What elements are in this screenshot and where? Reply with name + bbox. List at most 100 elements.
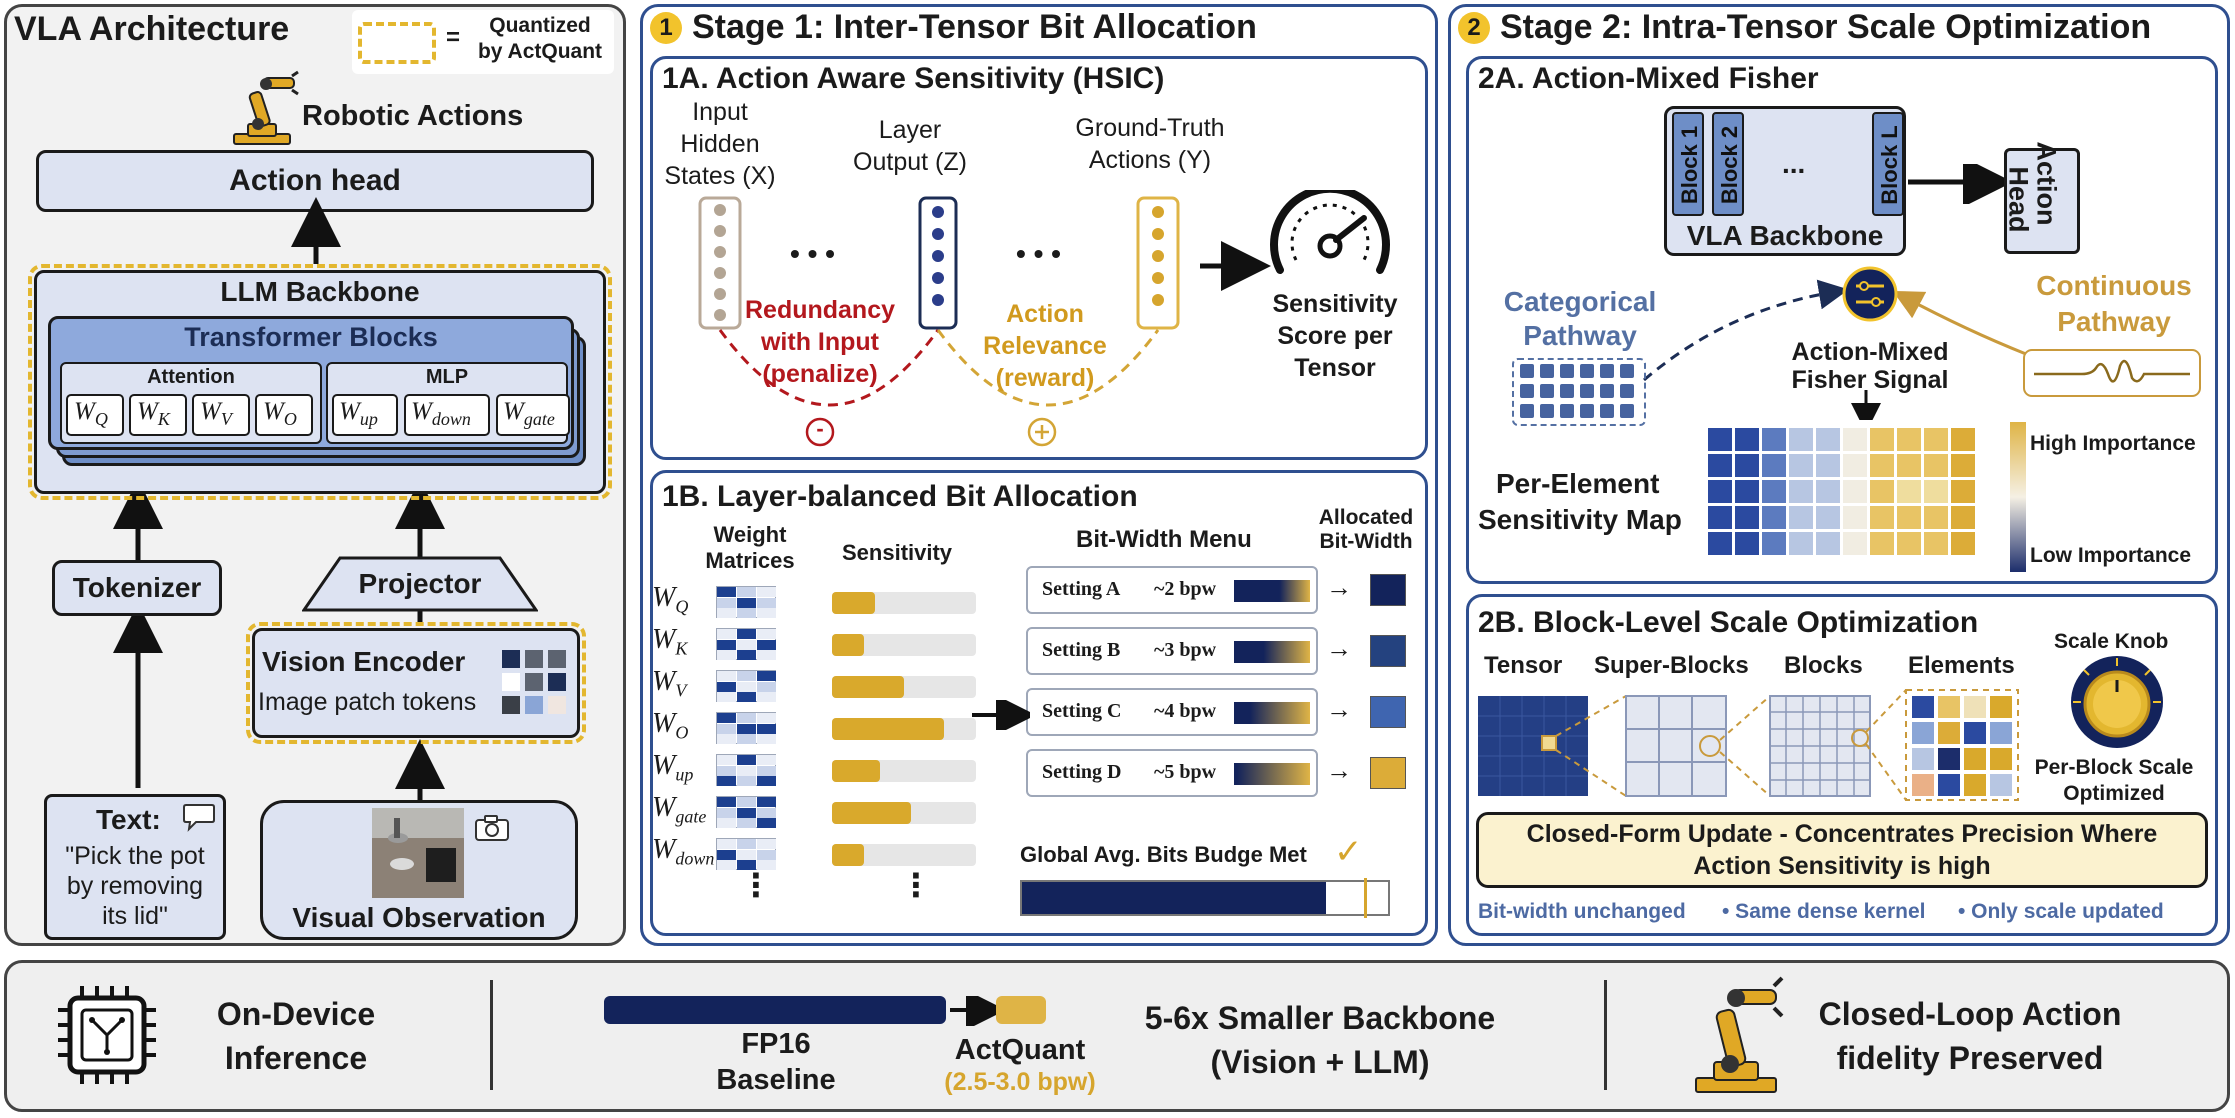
heatmap-cell [1789,428,1813,451]
mini-cell [757,818,776,829]
stage2b-title: 2B. Block-Level Scale Optimization [1478,606,1979,639]
footer-scale: • Only scale updated [1958,900,2164,923]
heatmap-cell [1789,532,1813,555]
sensitivity-bar-up [832,760,976,782]
relevance-line2: Relevance [983,332,1107,360]
heatmap-cell [1762,506,1786,529]
relevance-line3: (reward) [995,364,1095,392]
actquant-bpw: (2.5-3.0 bpw) [944,1068,1096,1096]
weight-symbol-up: Wup [339,398,378,430]
setting-option-1[interactable]: Setting A ~2 bpw [1026,566,1318,614]
row-weight-down-base: W [652,834,676,865]
budget-check-icon: ✓ [1334,833,1363,871]
row-weight-up-subscript: up [675,764,694,785]
heatmap-cell [1897,532,1921,555]
heatmap-cell [1897,428,1921,451]
smaller-line2: (Vision + LLM) [1210,1044,1430,1080]
mini-cell [717,587,736,597]
actquant-bar [996,996,1046,1024]
sensitivity-bar-V [832,676,976,698]
chip-icon [58,986,156,1084]
setting-bpw: ~3 bpw [1154,639,1217,661]
mini-cell [757,587,776,597]
setting-option-2[interactable]: Setting B ~3 bpw [1026,627,1318,675]
row-weight-V-subscript: V [675,680,687,701]
closed-loop-line2: fidelity Preserved [1836,1040,2104,1076]
mini-cell [757,713,776,723]
transformer-blocks-title: Transformer Blocks [184,322,438,352]
setting-gradient [1234,763,1310,785]
ondevice-line1: On-Device [216,996,376,1032]
blocks-label: Blocks [1784,652,1863,679]
weight-symbol-down-base: W [411,398,432,425]
importance-colorbar [2010,422,2026,572]
weight-chip-mlp-gate: Wgate [496,394,570,436]
redundancy-line2: with Input [760,328,880,356]
continuous-signal-icon [2023,349,2201,397]
ellipsis-2: • • • [1016,238,1061,269]
robotic-actions-label: Robotic Actions [302,100,524,132]
heatmap-cell [1870,480,1894,503]
mini-matrix-O [716,712,776,745]
heatmap-cell [1708,506,1732,529]
mini-cell [717,839,736,849]
mini-cell [757,849,776,860]
heatmap-cell [1924,480,1948,503]
mini-cell [717,597,736,608]
elements-label: Elements [1908,652,2015,679]
setting-label: Setting B [1042,639,1121,661]
legend-dashed-swatch [358,22,436,64]
stage1-panel [640,4,1438,946]
row-weight-V: WV [652,666,686,702]
heatmap-cell [1789,454,1813,477]
legend-line2: by ActQuant [477,40,603,63]
fisher-pathways [1643,266,2027,420]
projector-shape [302,556,538,612]
layer-output-line2: Output (Z) [853,148,967,176]
tokenizer-box: Tokenizer [52,560,222,616]
patch-tokens-icon [502,650,566,714]
setting-bpw: ~2 bpw [1154,578,1217,600]
heatmap-cell [1951,454,1975,477]
weight-chip-attn-V: WV [192,394,250,436]
heatmap-cell [1762,532,1786,555]
stage1-title: Stage 1: Inter-Tensor Bit Allocation [692,8,1257,46]
allocated-swatch-1 [1370,574,1406,606]
sensitivity-map-line1: Per-Element [1496,468,1660,499]
weight-chip-attn-Q: WQ [66,394,124,436]
block-hierarchy [1478,689,2019,801]
mini-cell [757,776,776,787]
sensitivity-bar-fill-down [832,844,864,866]
sensitivity-vdots: ⋮ [900,867,932,903]
mini-cell [757,629,776,639]
setting-option-4[interactable]: Setting D ~5 bpw [1026,749,1318,797]
setting-option-3[interactable]: Setting C ~4 bpw [1026,688,1318,736]
categorical-grid [1520,364,1634,418]
mini-cell [717,681,736,692]
weight-symbol-gate-base: W [503,398,524,425]
mini-cell [737,776,756,787]
setting-gradient [1234,641,1310,663]
setting-bpw: ~4 bpw [1154,700,1217,722]
weight-symbol-O-subscript: O [283,409,297,429]
text-prompt-line3: its lid" [102,902,168,930]
sensitivity-score-line2: Score per [1277,322,1393,350]
mini-cell [737,681,756,692]
sensitivity-bar-down [832,844,976,866]
heatmap-cell [1708,428,1732,451]
weight-symbol-up-base: W [339,398,360,425]
vision-encoder-title: Vision Encoder [262,646,466,677]
heatmap-cell [1897,454,1921,477]
text-prompt-line1: "Pick the pot [65,842,205,870]
sensitivity-bar-Q [832,592,976,614]
projector-label: Projector [358,568,482,599]
heatmap-cell [1816,506,1840,529]
low-importance-label: Low Importance [2030,544,2192,567]
heatmap-cell [1843,532,1867,555]
vla-backbone-label: VLA Backbone [1686,220,1884,251]
setting-label: Setting C [1042,700,1122,722]
stage2b-panel [1466,594,2218,936]
redundancy-line3: (penalize) [762,360,878,388]
per-block-scale-line1: Per-Block Scale [2034,756,2194,779]
heatmap-cell [1924,506,1948,529]
